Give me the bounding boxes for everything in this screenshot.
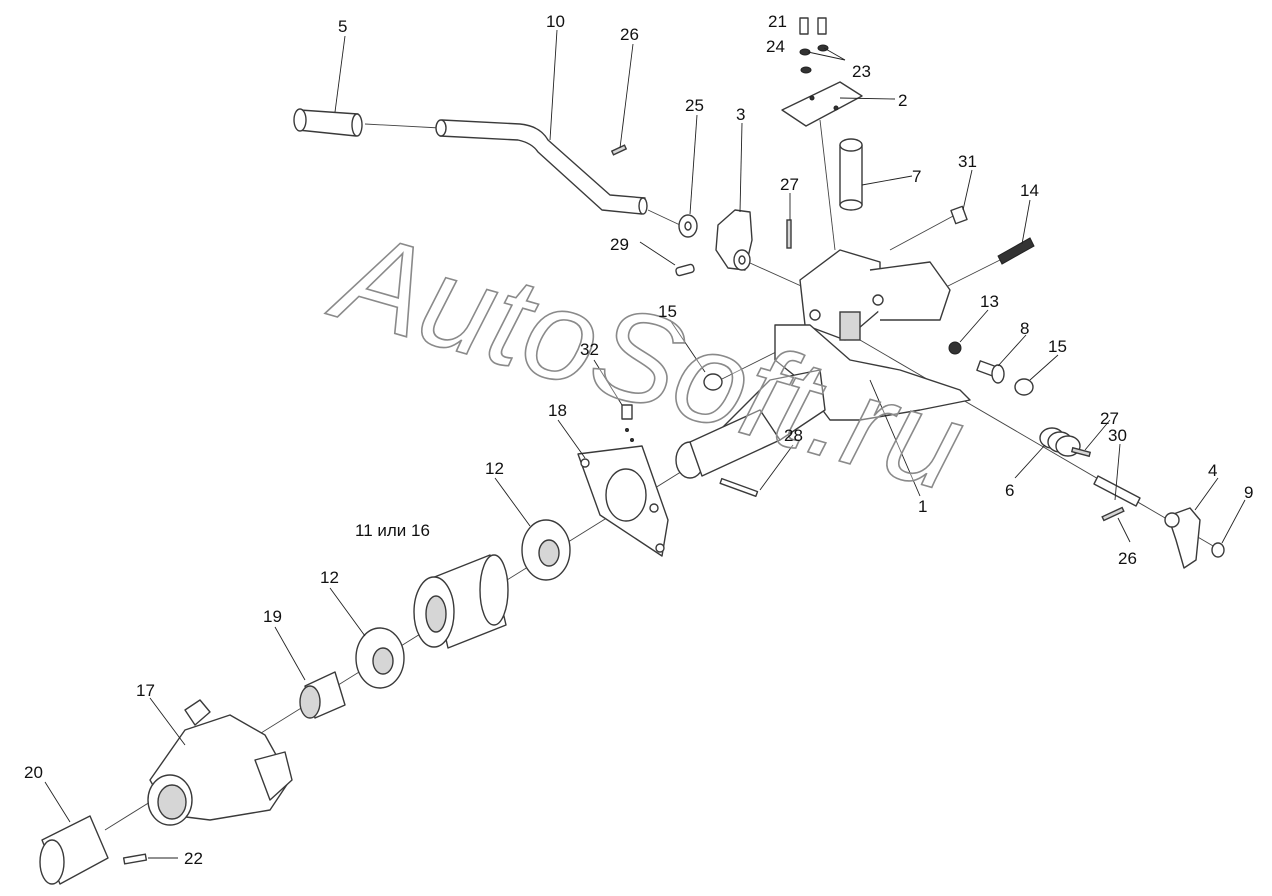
part-31-grease-nipple [950, 205, 968, 225]
callout-28: 28 [784, 426, 803, 445]
part-1-main-body [675, 249, 971, 479]
callout-18: 18 [548, 401, 567, 420]
callout-26-lower: 26 [1118, 549, 1137, 568]
part-4-lever-cam [1164, 507, 1201, 569]
callout-9: 9 [1244, 483, 1253, 502]
callout-31: 31 [958, 152, 977, 171]
callout-24: 24 [766, 37, 785, 56]
callout-20: 20 [24, 763, 43, 782]
part-21-bolts [799, 17, 829, 74]
part-11-16-bushing [413, 554, 509, 649]
leader-lines [44, 29, 1246, 859]
part-26-pin-lower [1101, 506, 1125, 522]
callout-11-or-16: 11 или 16 [355, 521, 430, 540]
callout-32: 32 [580, 340, 599, 359]
callout-12-upper: 12 [485, 459, 504, 478]
part-26-pin-top [610, 144, 628, 156]
part-12-washer-lower [355, 627, 405, 689]
callout-21: 21 [768, 12, 787, 31]
callout-labels: 1 2 3 4 5 6 7 8 9 10 11 или 16 12 12 13 … [24, 12, 1253, 868]
part-30-axle-pin [1093, 475, 1141, 507]
callout-30: 30 [1108, 426, 1127, 445]
callout-15-right: 15 [1048, 337, 1067, 356]
callout-3: 3 [736, 105, 745, 124]
part-15-cap-left [703, 373, 723, 391]
callout-27-upper: 27 [780, 175, 799, 194]
part-14-spring [997, 237, 1035, 265]
callout-23: 23 [852, 62, 871, 81]
callout-27-lower: 27 [1100, 409, 1119, 428]
assembly-axis-lines [104, 119, 1221, 831]
callout-8: 8 [1020, 319, 1029, 338]
callout-25: 25 [685, 96, 704, 115]
part-8-bolt [976, 360, 1005, 384]
part-6-torsion-spring [1039, 427, 1081, 457]
callout-1: 1 [918, 497, 927, 516]
part-27-pin-lower [1070, 446, 1092, 458]
callout-14: 14 [1020, 181, 1039, 200]
part-20-cap [39, 815, 109, 885]
part-29-pin [675, 263, 695, 277]
part-28-bolt [719, 477, 759, 498]
part-17-housing [147, 699, 293, 826]
callout-10: 10 [546, 12, 565, 31]
callout-19: 19 [263, 607, 282, 626]
part-13-nut [948, 341, 962, 355]
part-9-washer [1211, 542, 1225, 558]
part-12-washer-upper [521, 519, 571, 581]
part-7-guide-pin [839, 138, 863, 211]
part-10-lever-rod [435, 119, 648, 215]
part-27-pin-upper [786, 219, 792, 249]
callout-13: 13 [980, 292, 999, 311]
callout-7: 7 [912, 167, 921, 186]
part-2-plate [781, 81, 863, 127]
part-5-handle-grip [293, 108, 363, 137]
callout-15-left: 15 [658, 302, 677, 321]
part-3-fork-bracket [715, 209, 753, 271]
callout-17: 17 [136, 681, 155, 700]
part-22-screw [122, 853, 148, 865]
callout-4: 4 [1208, 461, 1217, 480]
callout-2: 2 [898, 91, 907, 110]
callout-12-lower: 12 [320, 568, 339, 587]
part-19-bushing [299, 671, 346, 719]
callout-6: 6 [1005, 481, 1014, 500]
part-18-flange-plate [577, 445, 669, 557]
part-25-washer [678, 214, 698, 238]
callout-26-upper: 26 [620, 25, 639, 44]
callout-5: 5 [338, 17, 347, 36]
part-15-cap-right [1014, 378, 1034, 396]
callout-29: 29 [610, 235, 629, 254]
callout-22: 22 [184, 849, 203, 868]
